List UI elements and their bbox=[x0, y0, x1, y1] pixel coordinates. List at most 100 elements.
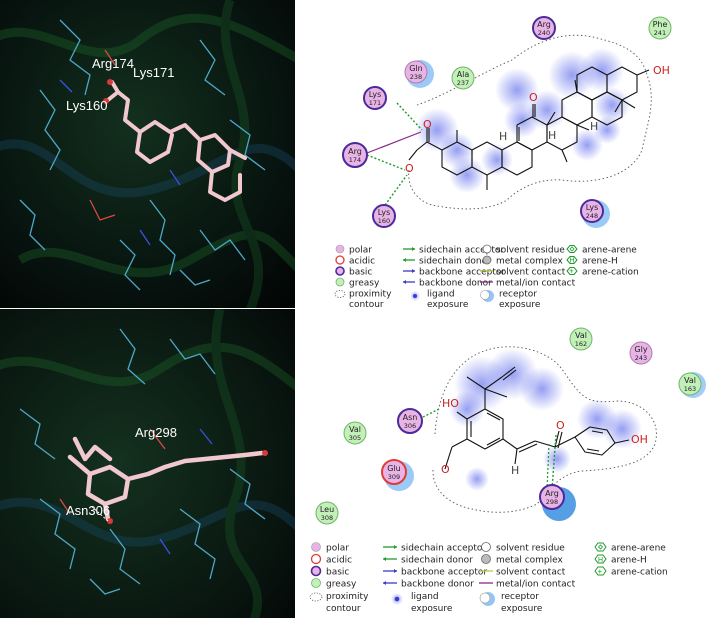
svg-text:acidic: acidic bbox=[349, 257, 375, 267]
svg-text:metal/ion contact: metal/ion contact bbox=[496, 279, 576, 289]
svg-text:exposure: exposure bbox=[411, 604, 453, 614]
svg-text:Ala: Ala bbox=[457, 70, 470, 79]
svg-text:arene-arene: arene-arene bbox=[582, 246, 637, 256]
hbond-arg174 bbox=[366, 154, 406, 171]
svg-text:163: 163 bbox=[684, 385, 696, 393]
legend: polar acidic basic greasy proximity cont… bbox=[309, 542, 668, 614]
svg-text:greasy: greasy bbox=[349, 279, 380, 289]
svg-text:sidechain acceptor: sidechain acceptor bbox=[401, 544, 486, 554]
atom-carboxyl-o2: O bbox=[405, 162, 414, 175]
atom-methoxy-o: O bbox=[441, 463, 450, 476]
interaction-diagram-bottom: HO OH O O H Val 162 Gly 243 Val 163 Asn … bbox=[297, 309, 709, 618]
residue-val163: Val 163 bbox=[678, 372, 706, 398]
ligand-oxygen-atom bbox=[107, 518, 113, 524]
svg-text:Arg: Arg bbox=[348, 147, 362, 156]
svg-text:Lys: Lys bbox=[369, 90, 382, 99]
svg-text:exposure: exposure bbox=[501, 604, 543, 614]
svg-text:238: 238 bbox=[410, 73, 422, 81]
svg-text:Val: Val bbox=[575, 331, 587, 340]
svg-text:exposure: exposure bbox=[427, 300, 469, 309]
svg-text:241: 241 bbox=[654, 29, 666, 37]
residue-label-asn306: Asn306 bbox=[66, 503, 110, 518]
residue-ala237: Ala 237 bbox=[451, 66, 475, 90]
svg-text:basic: basic bbox=[326, 568, 349, 578]
protein-ribbons bbox=[0, 0, 295, 308]
svg-text:Lys: Lys bbox=[586, 203, 599, 212]
svg-text:162: 162 bbox=[575, 340, 587, 348]
residue-asn306: Asn 306 bbox=[397, 408, 423, 434]
svg-text:237: 237 bbox=[457, 79, 469, 87]
svg-text:backbone donor: backbone donor bbox=[419, 279, 492, 289]
residue-val305: Val 305 bbox=[343, 421, 367, 445]
svg-text:receptor: receptor bbox=[499, 290, 537, 300]
protein-sticks bbox=[19, 328, 266, 595]
ligand-oxygen-atom bbox=[107, 79, 113, 85]
ligand-interaction-map-bottom: HO OH O O H Val 162 Gly 243 Val 163 Asn … bbox=[297, 309, 709, 618]
docking-3d-render-top: Arg174 Lys171 Lys160 bbox=[0, 0, 295, 308]
residue-arg240: Arg 240 bbox=[532, 16, 556, 40]
svg-text:solvent contact: solvent contact bbox=[496, 568, 566, 578]
svg-text:arene-arene: arene-arene bbox=[611, 544, 666, 554]
svg-text:160: 160 bbox=[378, 217, 390, 225]
svg-text:306: 306 bbox=[404, 422, 416, 430]
svg-text:240: 240 bbox=[538, 29, 550, 37]
svg-text:contour: contour bbox=[349, 300, 384, 309]
svg-text:Gly: Gly bbox=[634, 345, 647, 354]
svg-text:174: 174 bbox=[349, 156, 361, 164]
ligand-exposure-shading bbox=[449, 348, 642, 491]
svg-text:solvent residue: solvent residue bbox=[496, 544, 565, 554]
svg-text:sidechain donor: sidechain donor bbox=[401, 556, 473, 566]
svg-text:polar: polar bbox=[326, 544, 349, 554]
svg-text:Leu: Leu bbox=[320, 505, 334, 514]
svg-text:backbone donor: backbone donor bbox=[401, 580, 474, 590]
svg-text:solvent residue: solvent residue bbox=[496, 246, 565, 256]
svg-text:Gln: Gln bbox=[409, 64, 423, 73]
residue-label-arg298: Arg298 bbox=[135, 425, 177, 440]
residue-leu308: Leu 308 bbox=[315, 501, 339, 525]
interaction-diagram-top: O OH O O H H H Arg 240 Phe 241 Gln 238 bbox=[297, 0, 709, 309]
render-background bbox=[0, 309, 295, 618]
svg-text:greasy: greasy bbox=[326, 580, 357, 590]
svg-text:arene-cation: arene-cation bbox=[611, 568, 668, 578]
svg-text:+: + bbox=[569, 267, 574, 276]
atom-h: H bbox=[548, 129, 556, 142]
svg-text:Arg: Arg bbox=[545, 489, 559, 498]
residue-val162: Val 162 bbox=[569, 327, 593, 351]
atom-ketone-o: O bbox=[529, 91, 538, 104]
svg-text:metal/ion contact: metal/ion contact bbox=[496, 580, 576, 590]
svg-text:ligand: ligand bbox=[427, 290, 455, 300]
svg-text:arene-cation: arene-cation bbox=[582, 268, 639, 278]
svg-text:Val: Val bbox=[684, 376, 696, 385]
ligand-sticks bbox=[106, 80, 247, 202]
atom-h: H bbox=[511, 464, 519, 477]
svg-text:Arg: Arg bbox=[537, 20, 551, 29]
atom-hydroxyl: OH bbox=[653, 64, 670, 77]
ligand-exposure-shading bbox=[415, 48, 630, 193]
svg-text:backbone acceptor: backbone acceptor bbox=[419, 268, 505, 278]
hbond-arg298-b bbox=[546, 443, 550, 490]
svg-text:Glu: Glu bbox=[387, 464, 401, 473]
residue-label-arg174: Arg174 bbox=[92, 56, 134, 71]
svg-text:arene-H: arene-H bbox=[611, 556, 647, 566]
atom-hydroxyl-oh: OH bbox=[631, 433, 648, 446]
svg-text:backbone acceptor: backbone acceptor bbox=[401, 568, 487, 578]
residue-lys248: Lys 248 bbox=[580, 199, 610, 228]
svg-text:H: H bbox=[598, 557, 603, 564]
hbond-line bbox=[89, 504, 109, 522]
residue-arg298: Arg 298 bbox=[539, 484, 576, 521]
ligand-structure bbox=[444, 366, 630, 470]
svg-text:Phe: Phe bbox=[653, 20, 668, 29]
svg-text:exposure: exposure bbox=[499, 300, 541, 309]
svg-text:ligand: ligand bbox=[411, 592, 439, 602]
ligand-interaction-map-top: O OH O O H H H Arg 240 Phe 241 Gln 238 bbox=[297, 0, 709, 309]
svg-text:solvent contact: solvent contact bbox=[496, 268, 566, 278]
docking-view-top: Arg174 Lys171 Lys160 bbox=[0, 0, 295, 308]
residue-label-lys171: Lys171 bbox=[133, 65, 174, 80]
metal-contact-arg174 bbox=[366, 131, 422, 154]
residue-lys171: Lys 171 bbox=[363, 86, 387, 110]
atom-ketone-o: O bbox=[556, 419, 565, 432]
atom-h: H bbox=[499, 130, 507, 143]
svg-text:metal complex: metal complex bbox=[496, 257, 564, 267]
svg-text:H: H bbox=[570, 258, 575, 265]
ligand-sticks bbox=[67, 436, 265, 522]
